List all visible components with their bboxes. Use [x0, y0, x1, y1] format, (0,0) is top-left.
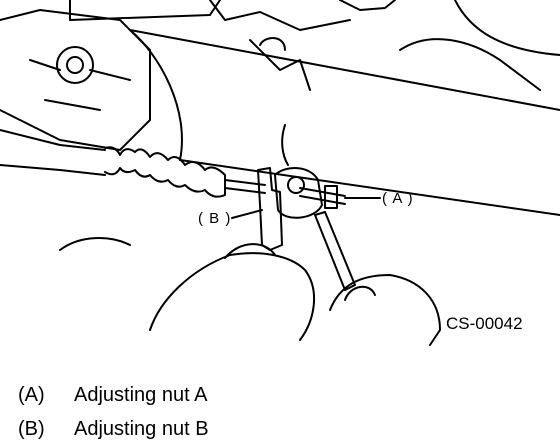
nut-a	[324, 185, 338, 209]
wrench-a	[314, 211, 356, 291]
callout-b-leader	[231, 209, 263, 219]
brace-mark	[281, 124, 289, 166]
background-contour	[249, 39, 311, 91]
legend-item: (A) Adjusting nut A	[18, 384, 207, 407]
shaft-lower-edge	[179, 159, 560, 216]
hand-left	[149, 252, 316, 341]
hand-right	[329, 274, 441, 346]
legend-key: (B)	[18, 418, 45, 440]
legend-item: (B) Adjusting nut B	[18, 418, 209, 441]
threaded-rod	[299, 187, 346, 197]
background-contour	[454, 0, 560, 56]
background-contour	[209, 0, 351, 31]
cable-boot	[104, 146, 226, 198]
background-contour	[59, 237, 131, 251]
shaft-upper-edge	[129, 29, 560, 111]
lever-block	[274, 167, 323, 219]
hand-left	[224, 243, 276, 259]
cable-housing	[0, 129, 106, 151]
joint-cross	[29, 59, 131, 111]
background-contour	[259, 37, 286, 51]
callout-b-label: ( B )	[198, 210, 232, 227]
wrench-b	[257, 167, 283, 251]
cable-adjustment-illustration	[0, 0, 560, 346]
shaft-end	[129, 29, 183, 161]
joint-bolt	[56, 46, 94, 84]
figure-code: CS-00042	[446, 314, 523, 333]
callout-a-label: ( A )	[382, 190, 414, 207]
legend-label: Adjusting nut A	[74, 384, 208, 406]
legend-key: (A)	[18, 384, 45, 406]
joint-yoke	[0, 9, 151, 151]
background-contour	[339, 0, 396, 11]
hand-right	[344, 285, 376, 301]
lever-pivot	[287, 176, 305, 194]
legend-label: Adjusting nut B	[74, 418, 209, 440]
cable-housing	[0, 164, 106, 176]
joint-bolt-inner	[66, 56, 84, 74]
background-contour	[399, 38, 541, 91]
